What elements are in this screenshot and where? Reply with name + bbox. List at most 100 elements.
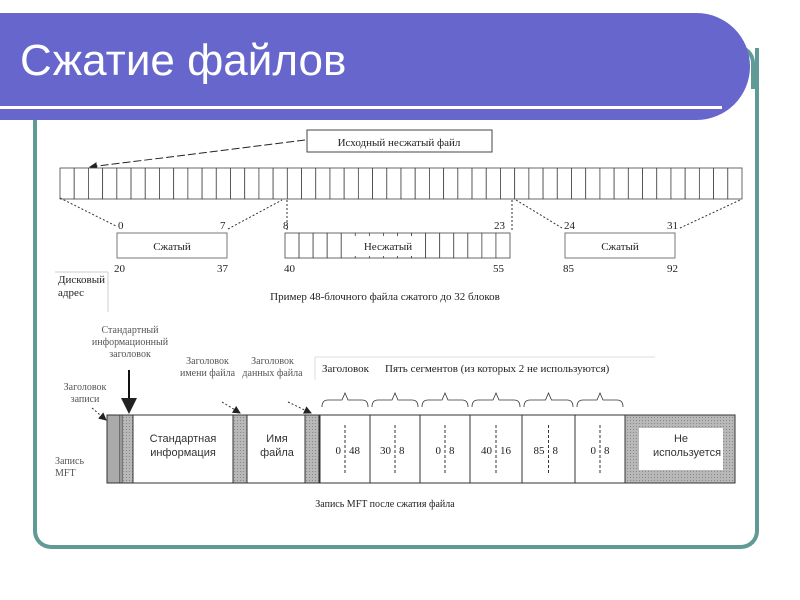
disk-address-label: Дисковый адрес <box>58 274 106 299</box>
std-info-header-label: Стандартный информационный заголовок <box>91 325 169 360</box>
unused-field: Не используется <box>653 433 722 459</box>
file-block <box>59 167 75 200</box>
disk-block <box>439 232 455 259</box>
source-arrow <box>89 139 306 171</box>
block-number: 23 <box>494 220 506 232</box>
title-band <box>0 13 750 120</box>
file-block <box>230 167 246 200</box>
std-info-field: Стандартная информация <box>149 433 217 459</box>
file-block <box>571 167 587 200</box>
file-block <box>130 167 146 200</box>
mft-record-label: Запись MFT <box>55 456 85 479</box>
compressed-segment <box>116 232 228 259</box>
file-block <box>542 167 558 200</box>
block-number: 31 <box>667 220 678 232</box>
file-block <box>343 167 359 200</box>
disk-block <box>326 232 342 259</box>
disk-block <box>467 232 483 259</box>
file-name-field: Имя файла <box>260 433 294 459</box>
file-block <box>386 167 402 200</box>
disk-address: 55 <box>493 263 505 275</box>
disk-address: 92 <box>667 263 678 275</box>
segment-label: Сжатый <box>153 241 191 253</box>
file-block <box>73 167 89 200</box>
file-block <box>258 167 274 200</box>
file-block <box>102 167 118 200</box>
file-block <box>585 167 601 200</box>
file-block <box>713 167 729 200</box>
disk-address: 37 <box>217 263 229 275</box>
bottom-caption: Запись MFT после сжатия файла <box>315 499 455 510</box>
file-block <box>159 167 175 200</box>
run-offset: 0 <box>591 445 597 457</box>
file-block <box>727 167 743 200</box>
segment-label: Несжатый <box>364 241 412 253</box>
file-block <box>642 167 658 200</box>
file-block <box>88 167 104 200</box>
run-offset: 85 <box>534 445 546 457</box>
source-file-box <box>306 129 493 153</box>
disk-block <box>481 232 497 259</box>
disk-block <box>298 232 314 259</box>
block-number: 24 <box>564 220 576 232</box>
file-block <box>556 167 572 200</box>
file-block <box>329 167 345 200</box>
run-length: 16 <box>500 445 512 457</box>
file-block <box>457 167 473 200</box>
file-block <box>670 167 686 200</box>
segment-braces <box>321 391 624 408</box>
disk-block <box>284 232 300 259</box>
file-block <box>528 167 544 200</box>
file-block <box>429 167 445 200</box>
file-block <box>443 167 459 200</box>
disk-block <box>453 232 469 259</box>
file-block <box>656 167 672 200</box>
run-length: 48 <box>349 445 361 457</box>
disk-address: 85 <box>563 263 575 275</box>
file-block <box>244 167 260 200</box>
file-block <box>301 167 317 200</box>
source-file-label: Исходный несжатый файл <box>338 137 461 149</box>
file-block <box>173 167 189 200</box>
file-block <box>116 167 132 200</box>
title-underline <box>0 106 722 109</box>
file-block <box>357 167 373 200</box>
run-offset: 30 <box>380 445 392 457</box>
run-length: 8 <box>604 445 610 457</box>
file-block <box>372 167 388 200</box>
disk-block <box>425 232 441 259</box>
segments-label: Пять сегментов (из которых 2 не использу… <box>385 363 610 375</box>
file-block <box>144 167 160 200</box>
run-offset: 0 <box>336 445 342 457</box>
disk-address: 40 <box>284 263 296 275</box>
data-header-label: Заголовок данных файла <box>242 356 303 379</box>
file-block <box>286 167 302 200</box>
slide-title: Сжатие файлов <box>20 36 347 85</box>
run-length: 8 <box>553 445 559 457</box>
segment-label: Сжатый <box>601 241 639 253</box>
header-label: Заголовок <box>322 363 370 375</box>
slide-frame <box>33 48 759 549</box>
file-block <box>627 167 643 200</box>
file-block <box>613 167 629 200</box>
record-header-label: Заголовок записи <box>63 382 107 405</box>
run-offset: 0 <box>436 445 442 457</box>
disk-block <box>495 232 511 259</box>
file-block <box>514 167 530 200</box>
file-block <box>400 167 416 200</box>
run-length: 8 <box>449 445 455 457</box>
file-block <box>698 167 714 200</box>
block-number: 8 <box>283 220 289 232</box>
mapping-lines <box>59 197 741 232</box>
run-length: 8 <box>399 445 405 457</box>
file-block <box>215 167 231 200</box>
file-block <box>315 167 331 200</box>
file-block <box>201 167 217 200</box>
uncompressed-file-strip <box>59 167 743 200</box>
block-number: 0 <box>118 220 124 232</box>
disk-address: 20 <box>114 263 126 275</box>
file-block <box>599 167 615 200</box>
file-block <box>272 167 288 200</box>
